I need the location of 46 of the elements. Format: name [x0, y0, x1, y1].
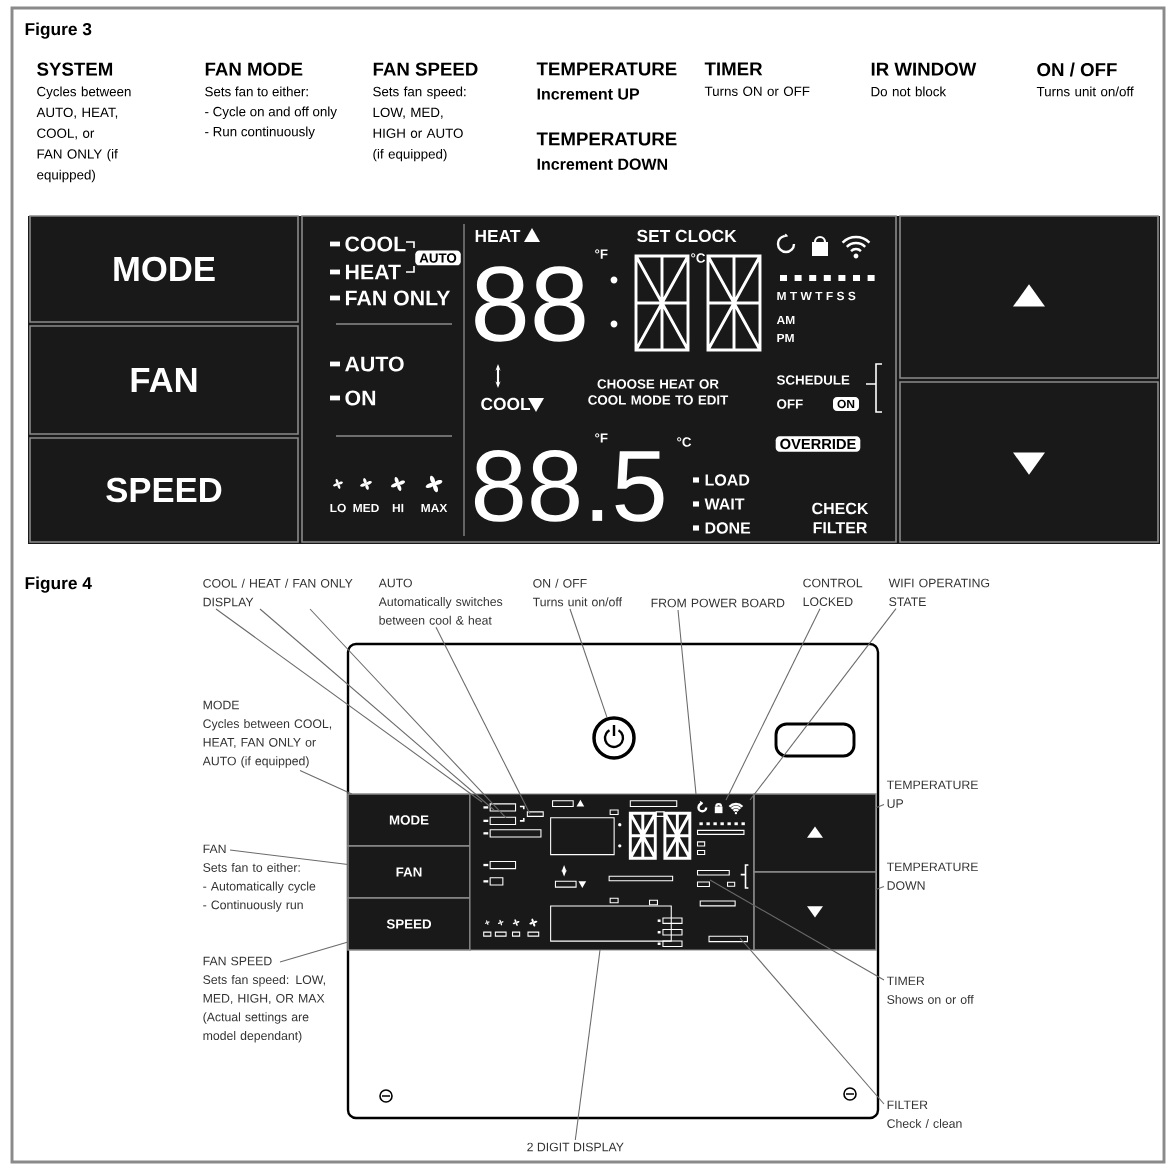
heading-text: TIMER: [704, 62, 763, 76]
display-label: COOL: [481, 397, 531, 411]
leader-line: [725, 608, 821, 801]
heading-text: IR WINDOW: [871, 62, 977, 76]
leader-line: [215, 608, 483, 803]
leader-line: [279, 941, 349, 963]
digit-readout: 88.5: [474, 450, 664, 522]
control-button: SPEED: [29, 437, 299, 543]
display-label: HEAT: [475, 230, 521, 242]
heading-text: FAN SPEED: [373, 62, 478, 76]
leader-line: [569, 608, 608, 718]
leader-line: [299, 769, 353, 795]
leader-line: [677, 609, 697, 795]
heading-text: ON / OFF: [1037, 62, 1117, 77]
display-label: FAN ONLY: [345, 290, 451, 306]
display-label: WAIT: [704, 498, 745, 510]
digit-readout: 88: [475, 266, 585, 342]
leader-line: [229, 849, 349, 865]
leader-line: [309, 608, 507, 819]
leader-line: [875, 886, 885, 890]
leader-line: [749, 608, 897, 801]
heading-text: Increment DOWN: [537, 158, 668, 170]
figure-title: Figure 3: [25, 22, 92, 39]
display-label: ON: [345, 390, 376, 406]
leader-line: [875, 804, 885, 809]
control-button: MODE: [29, 215, 299, 323]
heading-text: Increment UP: [537, 88, 640, 100]
display-label: HEAT: [345, 264, 401, 280]
leader-line: [259, 608, 495, 811]
heading-text: TEMPERATURE: [536, 62, 677, 76]
heading-text: SYSTEM: [37, 62, 113, 76]
ir-window: [774, 722, 856, 758]
display-label: COOL: [345, 236, 406, 252]
leader-line: [435, 626, 531, 815]
display-label: AUTO: [345, 356, 404, 372]
figure-title: Figure 4: [25, 576, 92, 593]
heading-text: TEMPERATURE: [536, 132, 677, 146]
leader-line: [709, 879, 885, 981]
display-label: DONE: [705, 522, 751, 534]
display-label: SET CLOCK: [637, 229, 737, 243]
display-label: LOAD: [705, 474, 750, 486]
display-label: CHECK FILTER: [812, 502, 869, 534]
heading-text: FAN MODE: [205, 62, 303, 76]
leader-line: [574, 949, 601, 1141]
leader-line: [739, 937, 885, 1105]
control-button: FAN: [29, 325, 299, 435]
